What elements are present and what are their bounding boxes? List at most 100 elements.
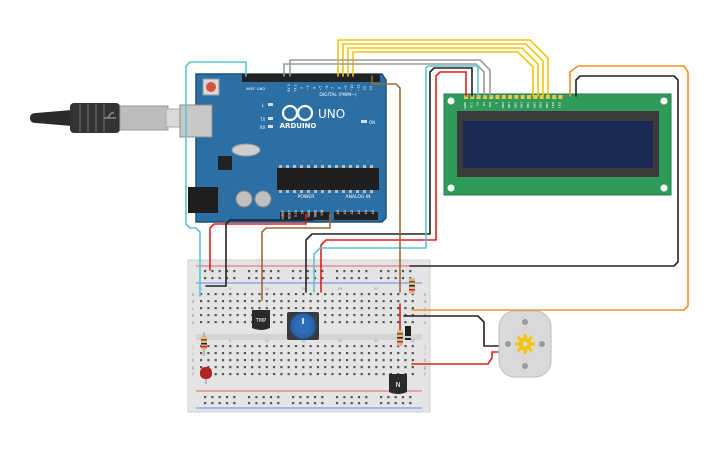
breadboard-hole[interactable] [397,314,400,317]
rail-hole[interactable] [204,396,207,399]
breadboard-hole[interactable] [200,293,203,296]
breadboard-hole[interactable] [251,366,254,369]
wire-brown-2[interactable] [371,75,401,293]
breadboard-hole[interactable] [251,352,254,355]
breadboard-hole[interactable] [221,293,225,296]
rail-hole[interactable] [409,277,412,280]
breadboard-hole[interactable] [207,345,210,348]
lcd-pin[interactable] [533,95,538,99]
breadboard-hole[interactable] [273,293,276,296]
breadboard-hole[interactable] [294,373,298,376]
breadboard-hole[interactable] [346,321,349,324]
breadboard-hole[interactable] [324,321,327,324]
breadboard-hole[interactable] [265,359,268,362]
breadboard-hole[interactable] [316,300,319,303]
lcd-pin[interactable] [558,95,563,99]
breadboard-hole[interactable] [258,352,261,355]
breadboard-hole[interactable] [214,314,217,317]
breadboard-hole[interactable] [214,366,217,369]
rail-hole[interactable] [313,396,317,399]
breadboard-hole[interactable] [382,314,385,317]
rail-hole[interactable] [394,396,397,399]
breadboard-hole[interactable] [411,359,414,362]
breadboard-hole[interactable] [200,314,203,317]
breadboard-hole[interactable] [207,352,210,355]
rail-hole[interactable] [343,277,346,280]
breadboard-hole[interactable] [280,352,283,355]
wire-black-motor[interactable] [403,315,499,347]
wire-gray-2[interactable] [283,63,485,97]
breadboard-hole[interactable] [309,293,312,296]
rail-hole[interactable] [380,396,383,399]
rail-hole[interactable] [211,270,214,273]
breadboard-hole[interactable] [346,300,349,303]
breadboard-hole[interactable] [367,293,371,296]
breadboard-hole[interactable] [367,373,371,376]
breadboard-hole[interactable] [338,321,341,324]
breadboard-hole[interactable] [382,366,385,369]
breadboard-hole[interactable] [280,359,283,362]
breadboard-hole[interactable] [294,307,298,310]
rail-hole[interactable] [277,277,280,280]
breadboard-hole[interactable] [411,300,414,303]
breadboard-hole[interactable] [360,359,363,362]
rail-hole[interactable] [401,270,405,273]
rail-hole[interactable] [365,396,368,399]
breadboard-hole[interactable] [273,321,276,324]
breadboard-hole[interactable] [331,373,334,376]
rail-hole[interactable] [357,277,361,280]
breadboard-hole[interactable] [389,293,392,296]
breadboard-hole[interactable] [397,293,400,296]
breadboard-hole[interactable] [346,345,349,348]
breadboard-hole[interactable] [280,321,283,324]
breadboard-hole[interactable] [338,352,341,355]
breadboard-hole[interactable] [367,359,371,362]
breadboard-hole[interactable] [397,345,400,348]
lcd-pin[interactable] [470,95,475,99]
rail-hole[interactable] [248,277,251,280]
rail-hole[interactable] [387,270,390,273]
breadboard-hole[interactable] [273,373,276,376]
breadboard-hole[interactable] [221,321,225,324]
rail-hole[interactable] [401,277,405,280]
breadboard-hole[interactable] [367,366,371,369]
breadboard-hole[interactable] [397,300,400,303]
rail-hole[interactable] [204,277,207,280]
red-led[interactable] [200,367,212,384]
breadboard-hole[interactable] [309,300,312,303]
breadboard-hole[interactable] [251,300,254,303]
breadboard-hole[interactable] [353,314,356,317]
breadboard-hole[interactable] [338,366,341,369]
breadboard-hole[interactable] [200,352,203,355]
rail-hole[interactable] [365,270,368,273]
breadboard-hole[interactable] [265,293,268,296]
breadboard-hole[interactable] [265,345,268,348]
wire-brown[interactable] [261,213,331,301]
breadboard-hole[interactable] [273,366,276,369]
breadboard-hole[interactable] [207,293,210,296]
breadboard-hole[interactable] [360,307,363,310]
lcd-pin[interactable] [539,95,544,99]
breadboard-hole[interactable] [236,307,239,310]
rail-hole[interactable] [277,396,280,399]
breadboard-hole[interactable] [411,314,414,317]
rail-hole[interactable] [233,277,236,280]
breadboard-hole[interactable] [258,345,261,348]
breadboard-hole[interactable] [404,352,407,355]
breadboard-hole[interactable] [316,366,319,369]
breadboard-hole[interactable] [265,352,268,355]
breadboard-hole[interactable] [353,293,356,296]
breadboard-hole[interactable] [309,307,312,310]
breadboard-hole[interactable] [360,314,363,317]
breadboard-hole[interactable] [316,293,319,296]
breadboard-hole[interactable] [375,373,378,376]
breadboard-hole[interactable] [251,373,254,376]
rail-hole[interactable] [380,270,383,273]
breadboard-hole[interactable] [214,307,217,310]
breadboard-hole[interactable] [324,314,327,317]
breadboard-hole[interactable] [375,314,378,317]
breadboard-hole[interactable] [243,345,246,348]
rail-hole[interactable] [350,396,353,399]
breadboard-hole[interactable] [214,352,217,355]
